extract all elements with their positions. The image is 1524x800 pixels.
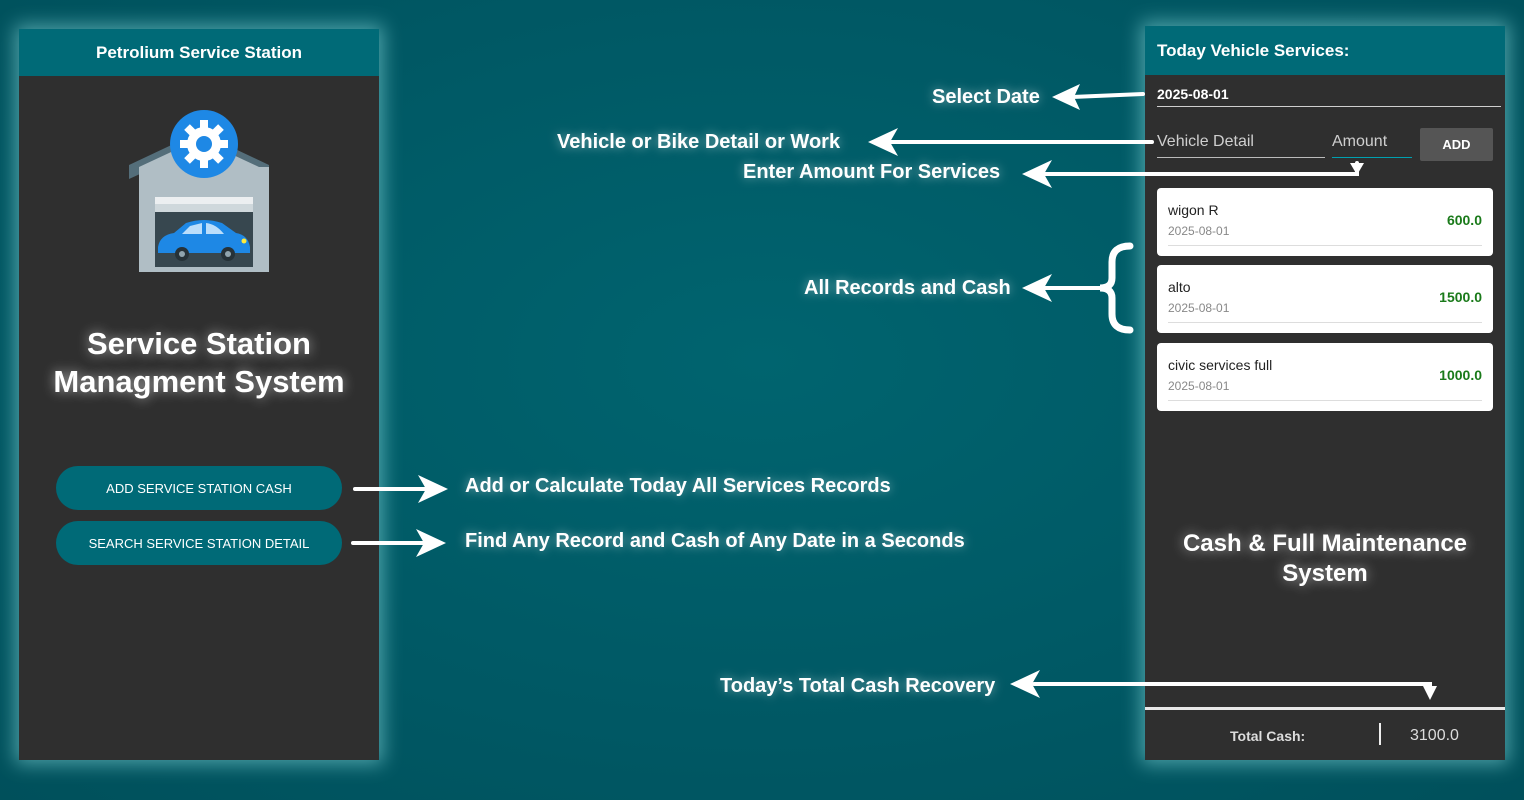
record-name: alto (1168, 279, 1191, 295)
record-date: 2025-08-01 (1168, 379, 1230, 393)
add-service-station-cash-button[interactable]: ADD SERVICE STATION CASH (56, 466, 342, 510)
promo-title-line1: Cash & Full Maintenance (1182, 530, 1468, 557)
record-amount: 1000.0 (1439, 367, 1482, 383)
garage-logo-icon (129, 110, 269, 272)
promo-title-line2: System (1282, 560, 1368, 587)
total-cash-value: 3100.0 (1410, 727, 1459, 744)
total-cash-label: Total Cash: (1230, 728, 1306, 744)
annotation-select-date: Select Date (932, 86, 1040, 108)
app-main-title: Service Station Managment System (19, 325, 379, 401)
services-appbar-title: Today Vehicle Services: (1157, 40, 1350, 60)
record-card[interactable]: civic services full 2025-08-01 1000.0 (1157, 343, 1493, 411)
record-card[interactable]: wigon R 2025-08-01 600.0 (1157, 188, 1493, 256)
annotation-find-any: Find Any Record and Cash of Any Date in … (465, 530, 965, 552)
record-amount: 1500.0 (1439, 289, 1482, 305)
home-appbar: Petrolium Service Station (19, 29, 379, 76)
record-name: wigon R (1168, 202, 1219, 218)
record-divider (1168, 245, 1482, 246)
record-divider (1168, 322, 1482, 323)
annotation-enter-amount: Enter Amount For Services (743, 161, 1001, 183)
total-cash-bar: Total Cash: 3100.0 (1145, 707, 1505, 760)
enter-amount-arrow (1042, 161, 1359, 176)
select-date-arrow (1070, 92, 1145, 99)
app-title-line1: Service Station (87, 326, 311, 361)
record-amount: 600.0 (1446, 212, 1482, 228)
record-card[interactable]: alto 2025-08-01 1500.0 (1157, 265, 1493, 333)
home-appbar-title: Petrolium Service Station (96, 42, 302, 62)
today-services-screen: Today Vehicle Services: 2025-08-01 Vehic… (1145, 26, 1505, 760)
vehicle-detail-input[interactable]: Vehicle Detail (1157, 131, 1325, 158)
annotation-total-recovery: Today’s Total Cash Recovery (720, 675, 996, 697)
annotation-add-calc: Add or Calculate Today All Services Reco… (465, 475, 891, 497)
search-service-station-detail-button[interactable]: SEARCH SERVICE STATION DETAIL (56, 521, 342, 565)
record-date: 2025-08-01 (1168, 224, 1230, 238)
record-date: 2025-08-01 (1168, 301, 1230, 315)
date-field[interactable]: 2025-08-01 (1157, 86, 1501, 107)
home-screen: Petrolium Service Station (19, 29, 379, 760)
total-divider (1379, 723, 1381, 745)
records-brace (1099, 242, 1134, 334)
record-name: civic services full (1168, 357, 1273, 373)
record-divider (1168, 400, 1482, 401)
annotation-all-records: All Records and Cash (804, 277, 1011, 299)
app-title-line2: Managment System (53, 364, 345, 399)
annotation-vehicle-detail: Vehicle or Bike Detail or Work (557, 131, 841, 153)
total-recovery-arrow (1032, 682, 1432, 692)
add-record-button[interactable]: ADD (1420, 128, 1493, 161)
services-appbar: Today Vehicle Services: (1145, 26, 1505, 75)
amount-input[interactable]: Amount (1332, 131, 1412, 158)
promo-overlay-title: Cash & Full Maintenance System (1145, 529, 1505, 589)
